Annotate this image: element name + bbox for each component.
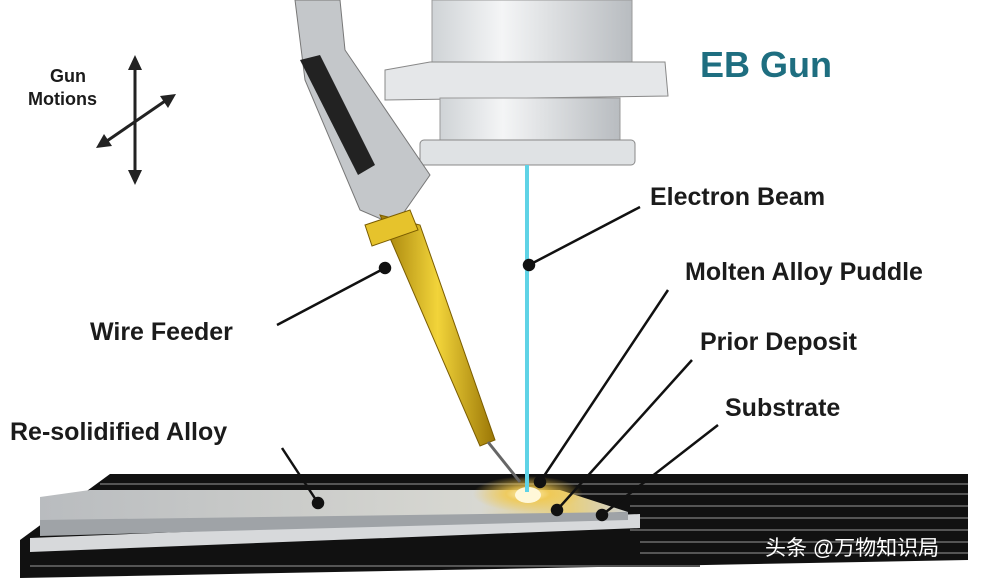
watermark: 头条 @万物知识局 [765,537,939,560]
molten-puddle-label: Molten Alloy Puddle [685,258,923,286]
gun-motions-label-2: Motions [28,89,97,109]
eb-gun [384,0,669,166]
electron-beam-label: Electron Beam [650,183,825,211]
gun-motions-label-1: Gun [50,66,86,86]
deposit [30,476,640,552]
prior-deposit-label: Prior Deposit [700,328,858,356]
substrate-label: Substrate [725,394,840,422]
wire-feeder-label: Wire Feeder [90,318,233,346]
leader-lines [276,205,719,522]
wire-feeder [294,0,522,483]
title: EB Gun [700,44,832,85]
gun-motions-arrows-icon [96,55,176,185]
resolidified-label: Re-solidified Alloy [10,418,227,446]
